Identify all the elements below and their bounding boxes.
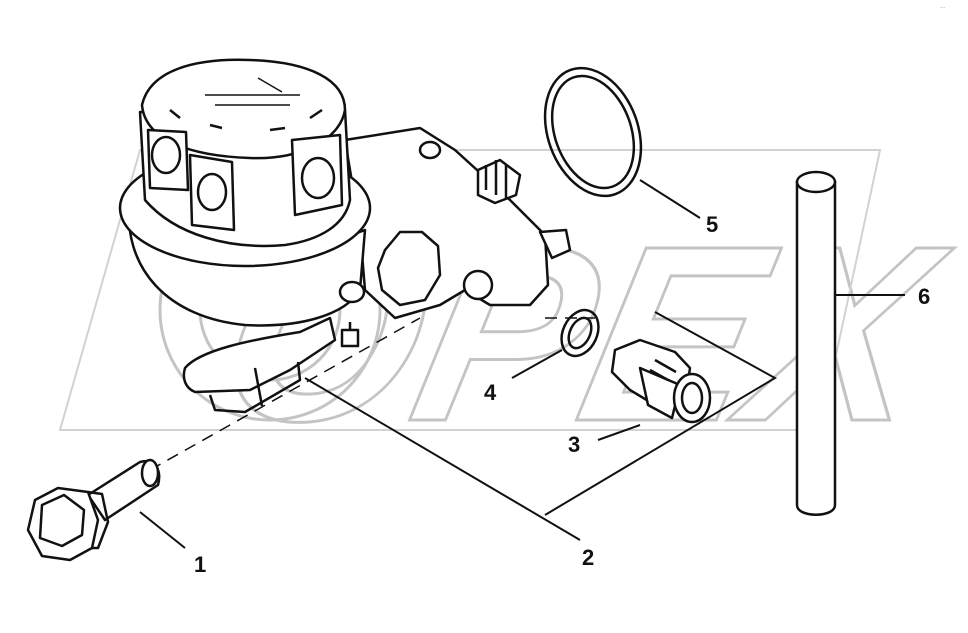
callout-4-label: 4 — [484, 380, 497, 405]
callout-5-label: 5 — [706, 212, 718, 237]
part-2-fuel-pump — [118, 58, 572, 414]
callout-2-label: 2 — [582, 545, 594, 570]
callout-3-label: 3 — [568, 432, 580, 457]
callout-labels: 1 2 3 4 5 6 — [194, 212, 930, 577]
part-5-o-ring — [543, 66, 643, 198]
part-3-fitting — [610, 338, 712, 424]
callout-6-label: 6 — [918, 284, 930, 309]
part-4-sealing-washer — [560, 308, 600, 358]
callout-1-label: 1 — [194, 552, 206, 577]
part-1-bolt — [26, 458, 161, 562]
part-6-rod — [795, 170, 837, 516]
leader-lines — [139, 179, 905, 549]
corner-mark: … — [940, 4, 945, 10]
